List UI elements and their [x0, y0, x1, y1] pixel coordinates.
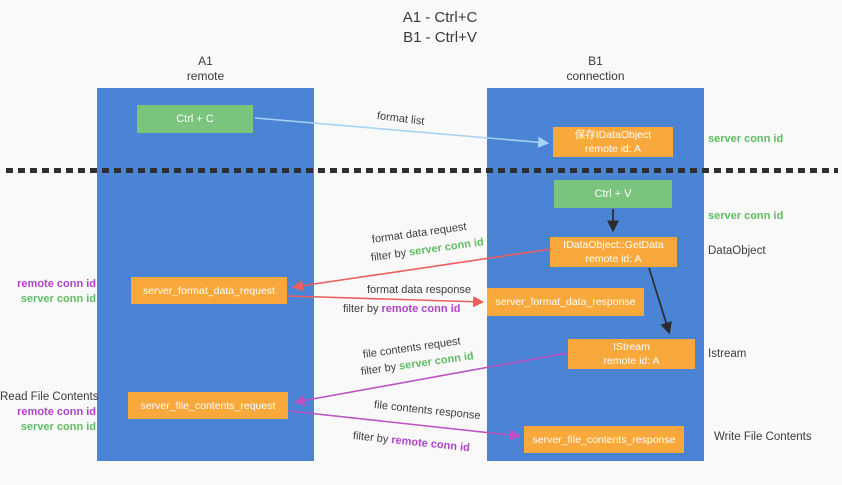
edge-label-format-data-response-text: format data response	[367, 284, 471, 296]
edge-label-filter-by-remote-2: filter by remote conn id	[352, 430, 470, 454]
filter-by-text-3: filter by	[360, 361, 397, 378]
left-label-remote-conn-id-bottom: remote conn id	[17, 406, 96, 418]
left-label-read-file-contents: Read File Contents	[0, 391, 99, 403]
right-label-server-conn-id-mid: server conn id	[708, 210, 784, 222]
left-label-server-conn-id-bottom: server conn id	[20, 421, 96, 433]
node-istream: IStream remote id: A	[568, 339, 695, 369]
node-server-format-data-request-label: server_format_data_request	[143, 284, 275, 297]
remote-conn-id-text-1: remote conn id	[381, 303, 461, 315]
remote-conn-id-text-2: remote conn id	[390, 434, 471, 455]
right-label-istream: Istream	[708, 348, 747, 360]
column-a1-role: remote	[186, 69, 225, 83]
node-server-format-data-request: server_format_data_request	[131, 277, 287, 304]
node-istream-line2: remote id: A	[603, 355, 660, 367]
node-istream-line1: IStream	[613, 341, 650, 353]
arrow-format-data-response	[287, 295, 485, 308]
arrow-file-contents-response	[288, 410, 522, 441]
title-line-2: B1 - Ctrl+V	[403, 29, 477, 46]
node-ctrl-c-label: Ctrl + C	[176, 113, 214, 125]
left-label-remote-conn-id-top: remote conn id	[17, 278, 96, 290]
right-label-dataobject: DataObject	[708, 245, 766, 257]
left-label-server-conn-id-top: server conn id	[20, 293, 96, 305]
node-save-idataobject-line2: remote id: A	[584, 143, 642, 155]
right-label-server-conn-id-top: server conn id	[708, 133, 784, 145]
right-label-write-file-contents: Write File Contents	[714, 431, 812, 443]
node-server-file-contents-response-label: server_file_contents_response	[532, 433, 676, 446]
node-ctrl-c: Ctrl + C	[137, 105, 253, 133]
edge-label-file-contents-response-text: file contents response	[373, 399, 482, 423]
edge-label-format-data-response: format data response	[367, 284, 471, 296]
node-server-format-data-response: server_format_data_response	[487, 288, 644, 316]
node-ctrl-v-label: Ctrl + V	[594, 188, 632, 200]
node-idataobject-getdata-line2: remote id: A	[585, 253, 642, 265]
column-header-b1: B1 connection	[487, 54, 704, 84]
column-b1-id: B1	[588, 54, 603, 68]
node-save-idataobject-line1: 保存IDataObject	[574, 129, 652, 141]
filter-by-text-2: filter by	[343, 303, 379, 315]
edge-label-format-list: format list	[376, 110, 425, 128]
node-server-file-contents-request: server_file_contents_request	[128, 392, 288, 419]
edge-label-format-list-text: format list	[376, 110, 426, 128]
node-server-file-contents-response: server_file_contents_response	[524, 426, 684, 453]
node-server-file-contents-request-label: server_file_contents_request	[140, 399, 276, 412]
column-b1-role: connection	[566, 69, 625, 83]
filter-by-text-4: filter by	[352, 430, 389, 446]
diagram-title: A1 - Ctrl+C B1 - Ctrl+V	[403, 8, 478, 48]
node-idataobject-getdata: IDataObject::GetData remote id: A	[550, 237, 677, 267]
filter-by-text-1: filter by	[370, 247, 407, 264]
node-save-idataobject: 保存IDataObject remote id: A	[553, 127, 673, 157]
column-a1-id: A1	[198, 54, 213, 68]
server-conn-id-text-1: server conn id	[408, 236, 485, 259]
dashed-separator	[6, 168, 838, 173]
edge-label-filter-by-remote-1: filter by remote conn id	[343, 303, 460, 315]
node-idataobject-getdata-line1: IDataObject::GetData	[563, 239, 664, 251]
column-header-a1: A1 remote	[97, 54, 314, 84]
title-line-1: A1 - Ctrl+C	[402, 9, 478, 26]
edge-label-file-contents-response: file contents response	[373, 399, 481, 422]
node-server-format-data-response-label: server_format_data_response	[495, 296, 636, 308]
node-ctrl-v: Ctrl + V	[554, 180, 672, 208]
